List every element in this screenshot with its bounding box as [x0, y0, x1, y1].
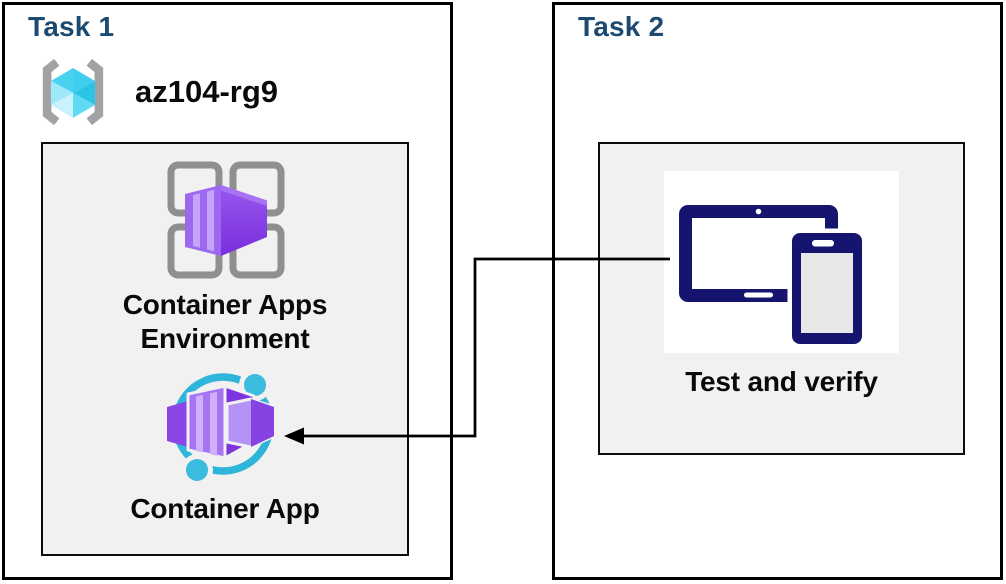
- env-label-line1: Container Apps: [122, 289, 328, 320]
- task1-box: Task 1 az104-rg9: [2, 2, 453, 580]
- resource-group-name: az104-rg9: [135, 74, 279, 109]
- resource-group-icon: [42, 58, 104, 126]
- resource-group-header: az104-rg9: [27, 55, 278, 129]
- task1-title: Task 1: [28, 11, 115, 42]
- container-app-icon: [167, 369, 276, 486]
- container-apps-environment-icon: [167, 161, 285, 279]
- container-app-label: Container App: [130, 493, 320, 524]
- devices-card: [664, 171, 899, 353]
- task1-inner-panel: Container Apps Environment: [41, 142, 409, 556]
- task2-box: Task 2 Test and verify: [552, 2, 1003, 580]
- test-and-verify-label: Test and verify: [685, 366, 878, 397]
- devices-icon: [679, 205, 867, 349]
- task2-inner-panel: Test and verify: [598, 142, 965, 455]
- env-label-line2: Environment: [140, 323, 310, 354]
- task2-title: Task 2: [578, 11, 665, 42]
- container-apps-environment-label: Container Apps Environment: [123, 288, 328, 356]
